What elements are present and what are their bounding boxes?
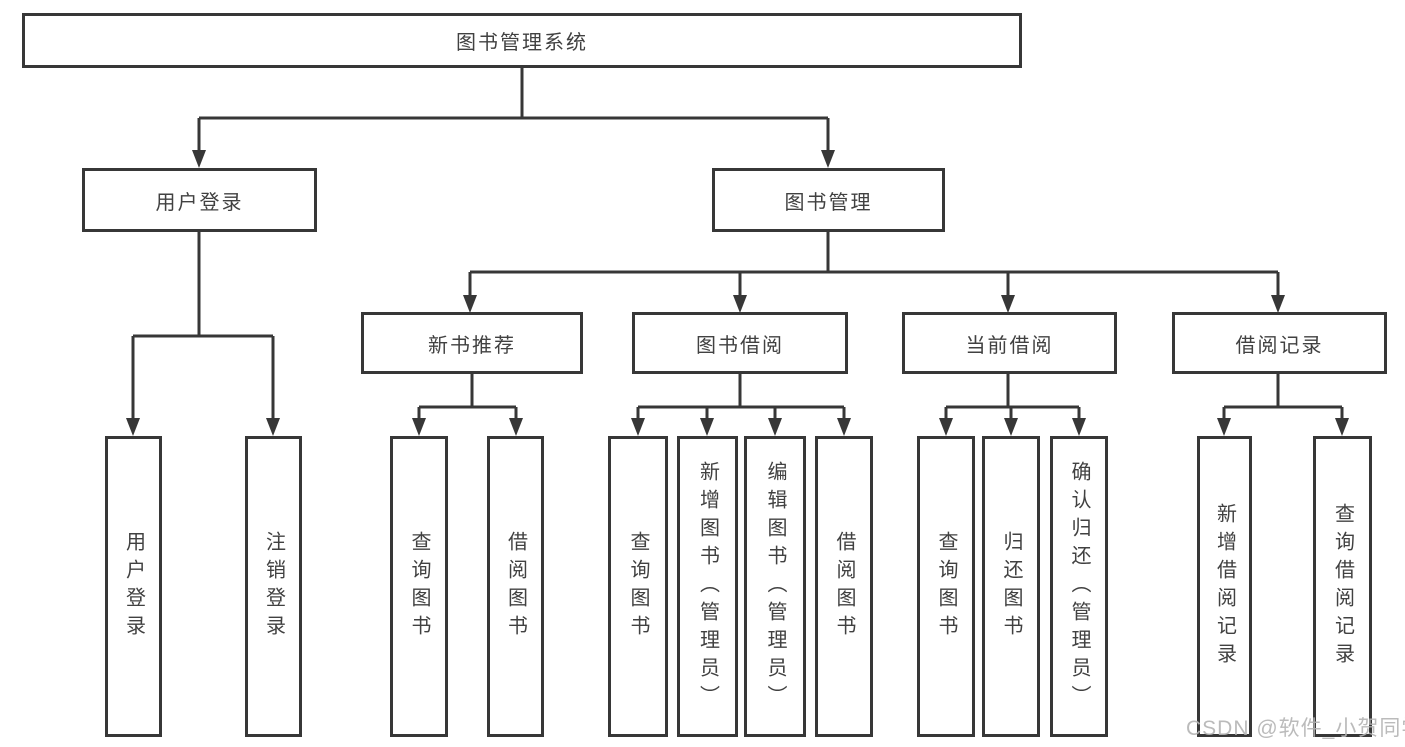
leaf-query-books-borrowing: 查询图书 xyxy=(608,436,668,737)
leaf-add-borrow-record: 新增借阅记录 xyxy=(1197,436,1252,737)
leaf-query-borrow-record: 查询借阅记录 xyxy=(1313,436,1372,737)
arrowheads xyxy=(126,150,1349,436)
node-new-book-recommend: 新书推荐 xyxy=(361,312,583,374)
node-book-borrowing: 图书借阅 xyxy=(632,312,848,374)
leaf-logout: 注销登录 xyxy=(245,436,302,737)
leaf-query-books-current: 查询图书 xyxy=(917,436,975,737)
leaf-user-login: 用户登录 xyxy=(105,436,162,737)
node-borrowing-records: 借阅记录 xyxy=(1172,312,1387,374)
leaf-borrow-books-recommend: 借阅图书 xyxy=(487,436,544,737)
node-user-login: 用户登录 xyxy=(82,168,317,232)
leaf-edit-book-admin: 编辑图书（管理员） xyxy=(744,436,806,737)
leaf-query-books-recommend: 查询图书 xyxy=(390,436,448,737)
leaf-borrow-books-borrowing: 借阅图书 xyxy=(815,436,873,737)
node-current-borrowing: 当前借阅 xyxy=(902,312,1117,374)
leaf-add-book-admin: 新增图书（管理员） xyxy=(677,436,738,737)
node-root-system: 图书管理系统 xyxy=(22,13,1022,68)
leaf-return-book: 归还图书 xyxy=(982,436,1040,737)
leaf-confirm-return-admin: 确认归还（管理员） xyxy=(1050,436,1108,737)
csdn-watermark: CSDN @软件_小贺同学 xyxy=(1186,717,1405,740)
node-book-management: 图书管理 xyxy=(712,168,945,232)
